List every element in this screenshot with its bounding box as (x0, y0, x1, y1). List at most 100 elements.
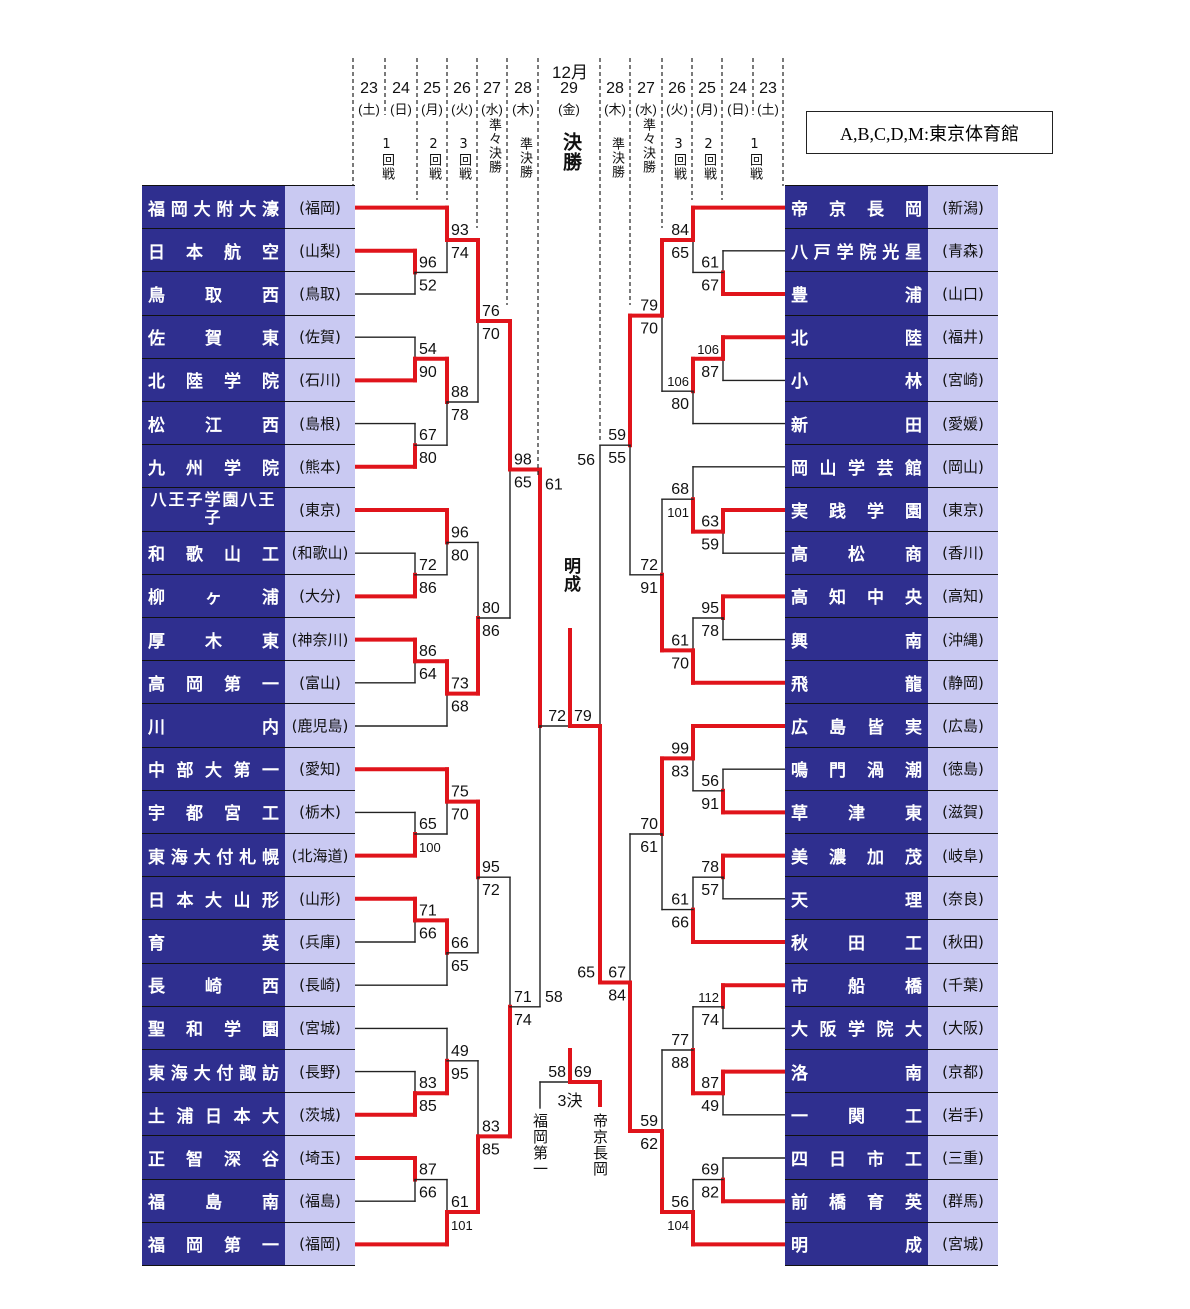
team-name-text: 東海大付諏訪 (148, 1063, 279, 1084)
team-name-text: 土浦日本大 (148, 1106, 279, 1127)
team-prefecture-text: (福島) (299, 1192, 341, 1211)
team-name-text: 市船橋 (791, 977, 922, 998)
score: 56 (577, 452, 595, 469)
team-prefecture: (静岡) (928, 661, 998, 705)
team-prefecture: (宮城) (928, 1222, 998, 1266)
score: 86 (482, 623, 500, 640)
score: 95 (451, 1066, 469, 1083)
team-prefecture-text: (佐賀) (299, 328, 341, 347)
team-name: 松江西 (142, 402, 285, 446)
team-name: 明成 (785, 1222, 928, 1266)
team-prefecture: (千葉) (928, 963, 998, 1007)
team-name: 帝京長岡 (785, 186, 928, 230)
round-label: 1回戦 (747, 137, 762, 181)
score: 98 (514, 452, 532, 469)
team-name-text: 日本大山形 (148, 890, 279, 911)
team-prefecture-text: (兵庫) (299, 932, 341, 951)
team-name: 中部大第一 (142, 747, 285, 791)
score: 61 (545, 477, 563, 494)
team-name: 福島南 (142, 1179, 285, 1223)
team-prefecture-text: (山梨) (299, 241, 341, 260)
score: 49 (451, 1043, 469, 1060)
day-date: 23 (759, 80, 777, 97)
score: 93 (451, 222, 469, 239)
day-weekday: (土) (358, 102, 380, 117)
team-name-text: 福島南 (148, 1193, 279, 1214)
round-label: 2回戦 (426, 137, 441, 181)
team-prefecture-text: (埼玉) (299, 1148, 341, 1167)
team-name-text: 日本航空 (148, 242, 279, 263)
team-prefecture-text: (滋賀) (942, 803, 984, 822)
score: 86 (419, 643, 437, 660)
day-date: 26 (668, 80, 686, 97)
team-name-text: 長崎西 (148, 977, 279, 998)
score: 99 (671, 740, 689, 757)
score: 80 (482, 600, 500, 617)
team-name-text: 九州学院 (148, 458, 279, 479)
team-name-text: 厚木東 (148, 631, 279, 652)
team-name: 日本航空 (142, 229, 285, 273)
team-prefecture: (群馬) (928, 1179, 998, 1223)
score: 70 (671, 655, 689, 672)
team-prefecture: (福島) (285, 1179, 355, 1223)
team-prefecture: (山口) (928, 272, 998, 316)
third-place-label: 3決 (557, 1093, 583, 1110)
score: 74 (514, 1012, 532, 1029)
team-name-text: 佐賀東 (148, 329, 279, 350)
team-name: 和歌山工 (142, 531, 285, 575)
day-weekday: (水) (481, 102, 503, 117)
score: 78 (701, 859, 719, 876)
team-name-text: 福岡第一 (148, 1236, 279, 1257)
team-prefecture: (宮崎) (928, 358, 998, 402)
team-prefecture: (佐賀) (285, 315, 355, 359)
team-prefecture-text: (宮崎) (942, 371, 984, 390)
team-prefecture-text: (福岡) (299, 198, 341, 217)
team-prefecture-text: (高知) (942, 587, 984, 606)
team-name-text: 鳥取西 (148, 285, 279, 306)
team-name-text: 中部大第一 (148, 761, 279, 782)
score: 96 (419, 254, 437, 271)
team-name: 鳴門渦潮 (785, 747, 928, 791)
score: 70 (451, 807, 469, 824)
team-prefecture-text: (熊本) (299, 457, 341, 476)
team-name-text: 広島皆実 (791, 717, 922, 738)
team-prefecture-text: (島根) (299, 414, 341, 433)
score: 87 (701, 364, 719, 381)
score: 66 (419, 1185, 437, 1202)
score: 74 (701, 1012, 719, 1029)
team-name: 福岡第一 (142, 1222, 285, 1266)
final-score-left: 72 (548, 708, 566, 725)
team-name: 八戸学院光星 (785, 229, 928, 273)
score: 83 (419, 1075, 437, 1092)
team-prefecture-text: (大分) (299, 587, 341, 606)
team-name: 北陸学院 (142, 358, 285, 402)
score: 69 (701, 1162, 719, 1179)
team-prefecture: (兵庫) (285, 920, 355, 964)
score: 63 (701, 514, 719, 531)
score: 88 (451, 384, 469, 401)
team-prefecture-text: (鳥取) (299, 284, 341, 303)
day-date: 26 (453, 80, 471, 97)
team-name: 飛龍 (785, 661, 928, 705)
score: 96 (451, 524, 469, 541)
team-name-text: 北陸 (791, 329, 922, 350)
score: 71 (419, 902, 437, 919)
team-prefecture: (富山) (285, 661, 355, 705)
team-prefecture: (鹿児島) (285, 704, 355, 748)
score: 59 (701, 537, 719, 554)
round-label: 1回戦 (379, 137, 394, 181)
team-prefecture: (岩手) (928, 1093, 998, 1137)
score: 77 (671, 1032, 689, 1049)
score: 67 (608, 965, 626, 982)
score: 90 (419, 364, 437, 381)
team-prefecture-text: (東京) (942, 500, 984, 519)
day-date: 25 (423, 80, 441, 97)
score: 65 (451, 958, 469, 975)
team-prefecture-text: (奈良) (942, 889, 984, 908)
score: 62 (640, 1136, 658, 1153)
team-name-text: 秋田工 (791, 933, 922, 954)
score: 66 (671, 915, 689, 932)
team-name-text: 高知中央 (791, 588, 922, 609)
score: 79 (640, 298, 658, 315)
